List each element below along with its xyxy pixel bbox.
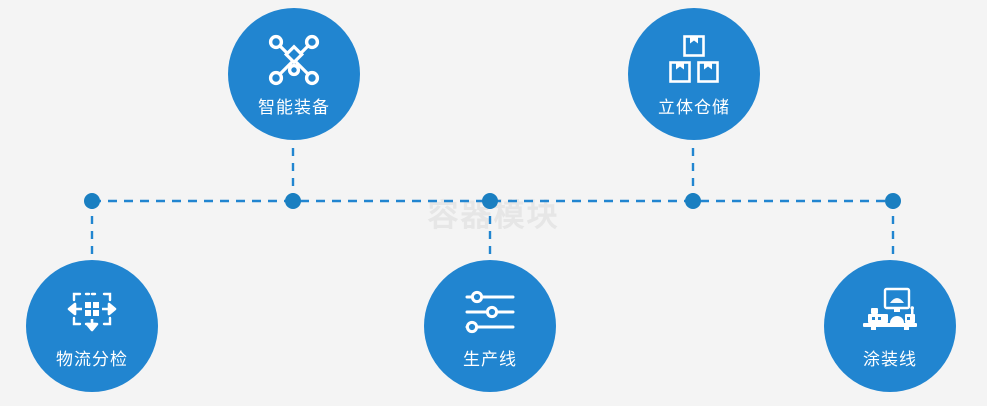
node-label: 生产线 <box>463 350 517 369</box>
network-nodes-icon <box>261 29 327 91</box>
node-label: 物流分检 <box>56 350 128 369</box>
junction-dot-right <box>885 193 901 209</box>
junction-dot-center <box>482 193 498 209</box>
node-label: 智能装备 <box>258 98 330 117</box>
node-painting-line[interactable]: 涂装线 <box>824 260 956 392</box>
stacked-boxes-icon <box>661 29 727 91</box>
slider-controls-icon <box>457 281 523 343</box>
node-production-line[interactable]: 生产线 <box>424 260 556 392</box>
node-label: 立体仓储 <box>658 98 730 117</box>
junction-dot-left <box>84 193 100 209</box>
sorting-arrows-icon <box>59 281 125 343</box>
junction-dot-smart-equipment <box>285 193 301 209</box>
node-logistics-sorting[interactable]: 物流分检 <box>26 260 158 392</box>
node-stereo-storage[interactable]: 立体仓储 <box>628 8 760 140</box>
node-label: 涂装线 <box>863 350 917 369</box>
node-smart-equipment[interactable]: 智能装备 <box>228 8 360 140</box>
junction-dot-stereo-storage <box>685 193 701 209</box>
painting-machine-icon <box>857 281 923 343</box>
